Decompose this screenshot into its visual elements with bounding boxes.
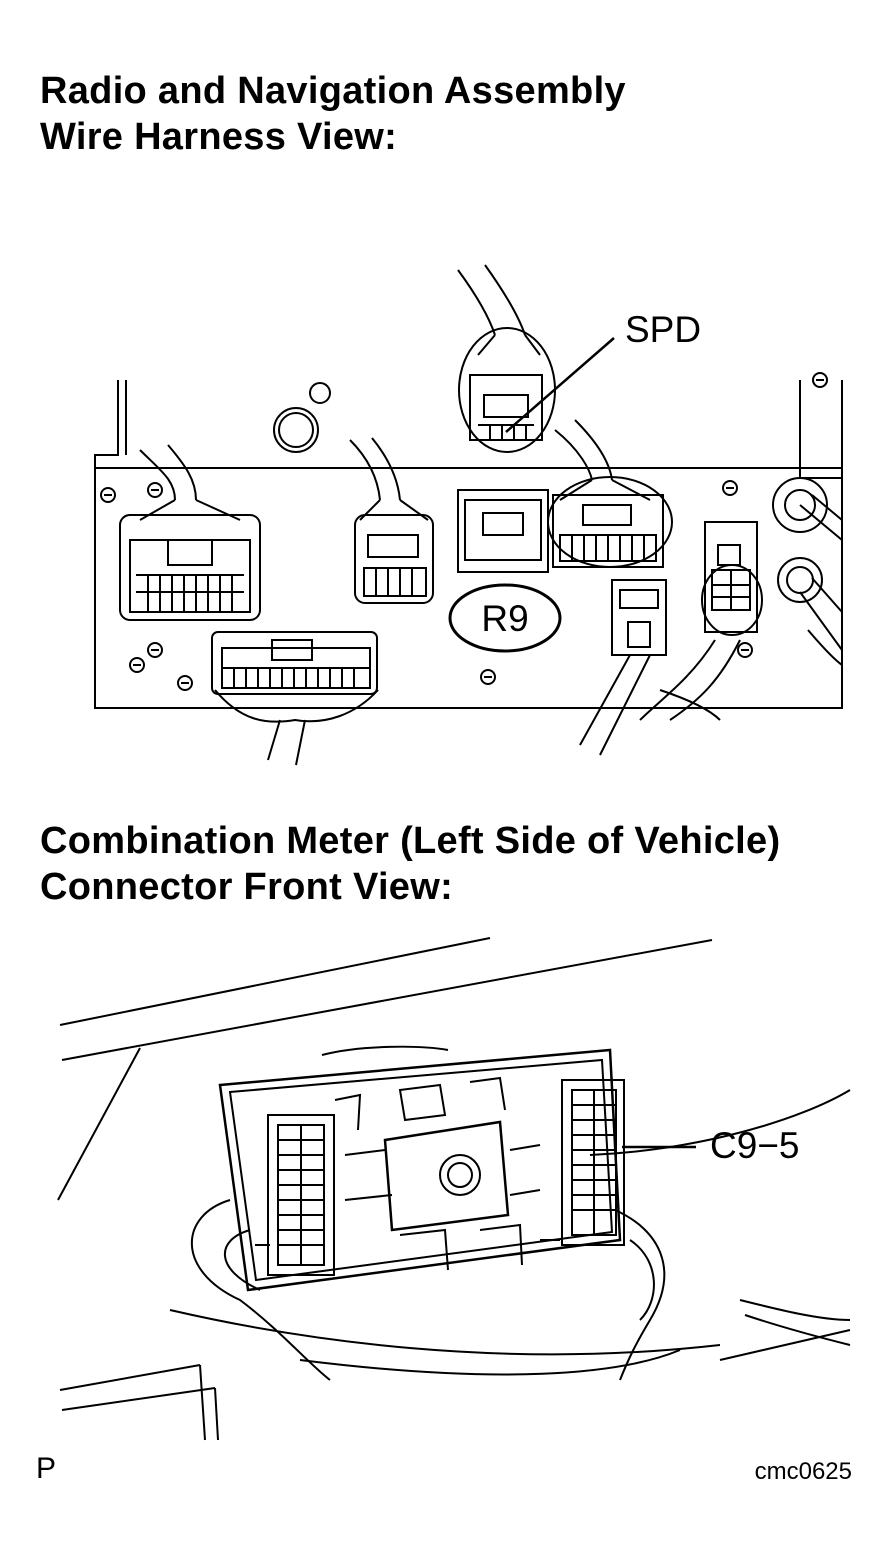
title-line-2: Wire Harness View:: [40, 116, 398, 158]
c9-5-callout-label: C9−5: [710, 1125, 799, 1166]
antenna-jacks: [772, 477, 843, 666]
left-connector: [119, 444, 261, 621]
radio-navigation-harness-diagram: R9 SPD: [94, 264, 843, 766]
r9-connector-socket: [457, 489, 549, 573]
mounting-screws: [100, 372, 828, 691]
dash-panel: [57, 937, 851, 1441]
title-line-1: Combination Meter (Left Side of Vehicle): [40, 820, 781, 862]
bottom-connector: [211, 631, 379, 766]
radio-navigation-title: Radio and Navigation Assembly Wire Harne…: [40, 68, 626, 160]
combination-meter-connector-diagram: C9−5: [57, 937, 851, 1441]
right-harness-connector: [547, 419, 673, 568]
page-letter: P: [36, 1452, 57, 1485]
spd-callout-label: SPD: [625, 309, 701, 350]
meter-connector-housing: [218, 1045, 625, 1292]
r9-connector-label: R9: [481, 598, 528, 639]
second-connector: [349, 437, 434, 604]
r9-label-oval: [448, 583, 562, 653]
small-connectors: [579, 521, 763, 756]
title-line-2: Connector Front View:: [40, 866, 454, 908]
title-line-1: Radio and Navigation Assembly: [40, 70, 626, 112]
figure-code: cmc0625: [754, 1458, 852, 1485]
spd-leader-line: [505, 337, 615, 433]
spd-connector: [457, 264, 556, 453]
combination-meter-title: Combination Meter (Left Side of Vehicle)…: [40, 818, 780, 910]
